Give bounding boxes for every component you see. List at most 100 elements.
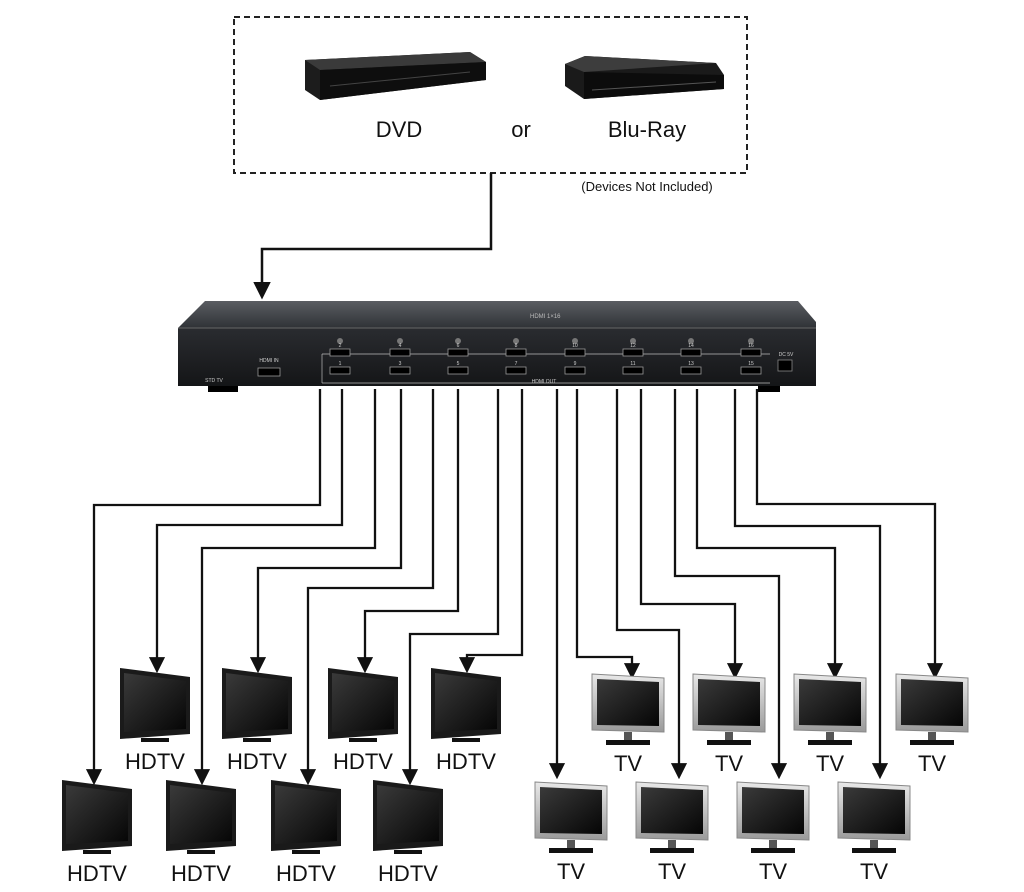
- hdtv-stand: [394, 850, 422, 854]
- hdmi-output-cable: [615, 389, 688, 780]
- indicator-led: [748, 338, 754, 344]
- tv-screen: [540, 787, 602, 834]
- tv-screen: [799, 679, 861, 726]
- port-number: 12: [630, 343, 636, 349]
- indicator-led: [337, 338, 343, 344]
- tv-stand: [808, 740, 852, 745]
- hdtv-label: HDTV: [67, 861, 127, 886]
- hdtv-display: HDTV: [373, 780, 443, 886]
- hdmi-output-cable: [575, 389, 641, 680]
- port-number: 9: [574, 361, 577, 367]
- hdtv-stand: [349, 738, 377, 742]
- tv-label: TV: [918, 751, 946, 776]
- hdtv-display: HDTV: [431, 668, 501, 774]
- tv-monitor: TV: [793, 673, 867, 776]
- tv-label: TV: [759, 859, 787, 884]
- tv-monitor: TV: [736, 781, 810, 884]
- indicator-led: [688, 338, 694, 344]
- hdmi-output-cable: [85, 389, 322, 786]
- hdmi-output-cable: [695, 389, 844, 680]
- dc-label: DC 5V: [779, 352, 794, 358]
- tv-monitor: TV: [534, 781, 608, 884]
- hdtv-stand: [141, 738, 169, 742]
- hdmi-output-cable: [299, 389, 435, 786]
- port-number: 13: [688, 361, 694, 367]
- tv-screen: [641, 787, 703, 834]
- port-number: 4: [399, 343, 402, 349]
- port-number: 11: [630, 361, 635, 367]
- hdmi-out-label: HDMI OUT: [532, 379, 557, 385]
- port-number: 16: [748, 343, 754, 349]
- port-number: 14: [688, 343, 694, 349]
- hdmi-out-port: [505, 348, 527, 357]
- tv-monitor: TV: [635, 781, 709, 884]
- hdmi-output-cable: [733, 389, 889, 780]
- devices-not-included-note: (Devices Not Included): [581, 179, 713, 194]
- tv-screen: [901, 679, 963, 726]
- port-number: 1: [339, 361, 342, 367]
- hdmi-splitter-device: HDMI 1×16 HDMI IN HDMI OUT DC 5V STD TV …: [178, 301, 816, 392]
- indicator-led: [630, 338, 636, 344]
- hdmi-out-port: [447, 348, 469, 357]
- input-cable: [253, 173, 493, 300]
- hdtv-label: HDTV: [171, 861, 231, 886]
- hdmi-out-port: [564, 348, 586, 357]
- hdmi-out-port: [740, 348, 762, 357]
- hdtv-display: HDTV: [62, 780, 132, 886]
- tv-label: TV: [715, 751, 743, 776]
- hdmi-output-cable: [639, 389, 744, 680]
- bluray-label: Blu-Ray: [608, 117, 686, 142]
- hdtv-label: HDTV: [125, 749, 185, 774]
- tv-label: TV: [614, 751, 642, 776]
- hdtv-display: HDTV: [222, 668, 292, 774]
- port-number: 5: [457, 361, 460, 367]
- hdmi-in-label: HDMI IN: [259, 358, 279, 364]
- hdtv-label: HDTV: [378, 861, 438, 886]
- hdtv-label: HDTV: [333, 749, 393, 774]
- hdmi-output-cable: [249, 389, 403, 674]
- hdtv-label: HDTV: [227, 749, 287, 774]
- tv-stand: [549, 848, 593, 853]
- hdmi-output-cable: [673, 389, 788, 780]
- tv-stand: [910, 740, 954, 745]
- or-label: or: [511, 117, 531, 142]
- tv-monitor: TV: [837, 781, 911, 884]
- hdmi-out-port: [389, 366, 411, 375]
- hdtv-stand: [187, 850, 215, 854]
- port-number: 8: [515, 343, 518, 349]
- tv-stand: [751, 848, 795, 853]
- hdtv-display: HDTV: [166, 780, 236, 886]
- port-number: 15: [748, 361, 754, 367]
- tv-stand: [707, 740, 751, 745]
- tv-label: TV: [658, 859, 686, 884]
- hdmi-out-port: [622, 366, 644, 375]
- hdmi-output-cable: [755, 389, 944, 680]
- hdtv-label: HDTV: [436, 749, 496, 774]
- port-number: 2: [339, 343, 342, 349]
- bluray-player-image: [565, 56, 724, 99]
- port-number: 6: [457, 343, 460, 349]
- hdmi-out-port: [329, 366, 351, 375]
- hdmi-output-cable: [401, 389, 500, 786]
- tv-screen: [698, 679, 760, 726]
- hdtv-display: HDTV: [271, 780, 341, 886]
- indicator-led: [397, 338, 403, 344]
- hdmi-out-port: [680, 366, 702, 375]
- hdtv-stand: [243, 738, 271, 742]
- hdmi-output-cable: [458, 389, 524, 674]
- hdmi-out-port: [622, 348, 644, 357]
- indicator-led: [455, 338, 461, 344]
- port-number: 10: [572, 343, 578, 349]
- tv-label: TV: [557, 859, 585, 884]
- tv-screen: [843, 787, 905, 834]
- hdmi-output-cable: [356, 389, 460, 674]
- tv-stand: [606, 740, 650, 745]
- hdmi-out-port: [447, 366, 469, 375]
- dvd-label: DVD: [376, 117, 422, 142]
- hdmi-out-port: [505, 366, 527, 375]
- hdmi-out-port: [740, 366, 762, 375]
- splitter-model-text: HDMI 1×16: [530, 314, 561, 320]
- hdmi-out-port: [564, 366, 586, 375]
